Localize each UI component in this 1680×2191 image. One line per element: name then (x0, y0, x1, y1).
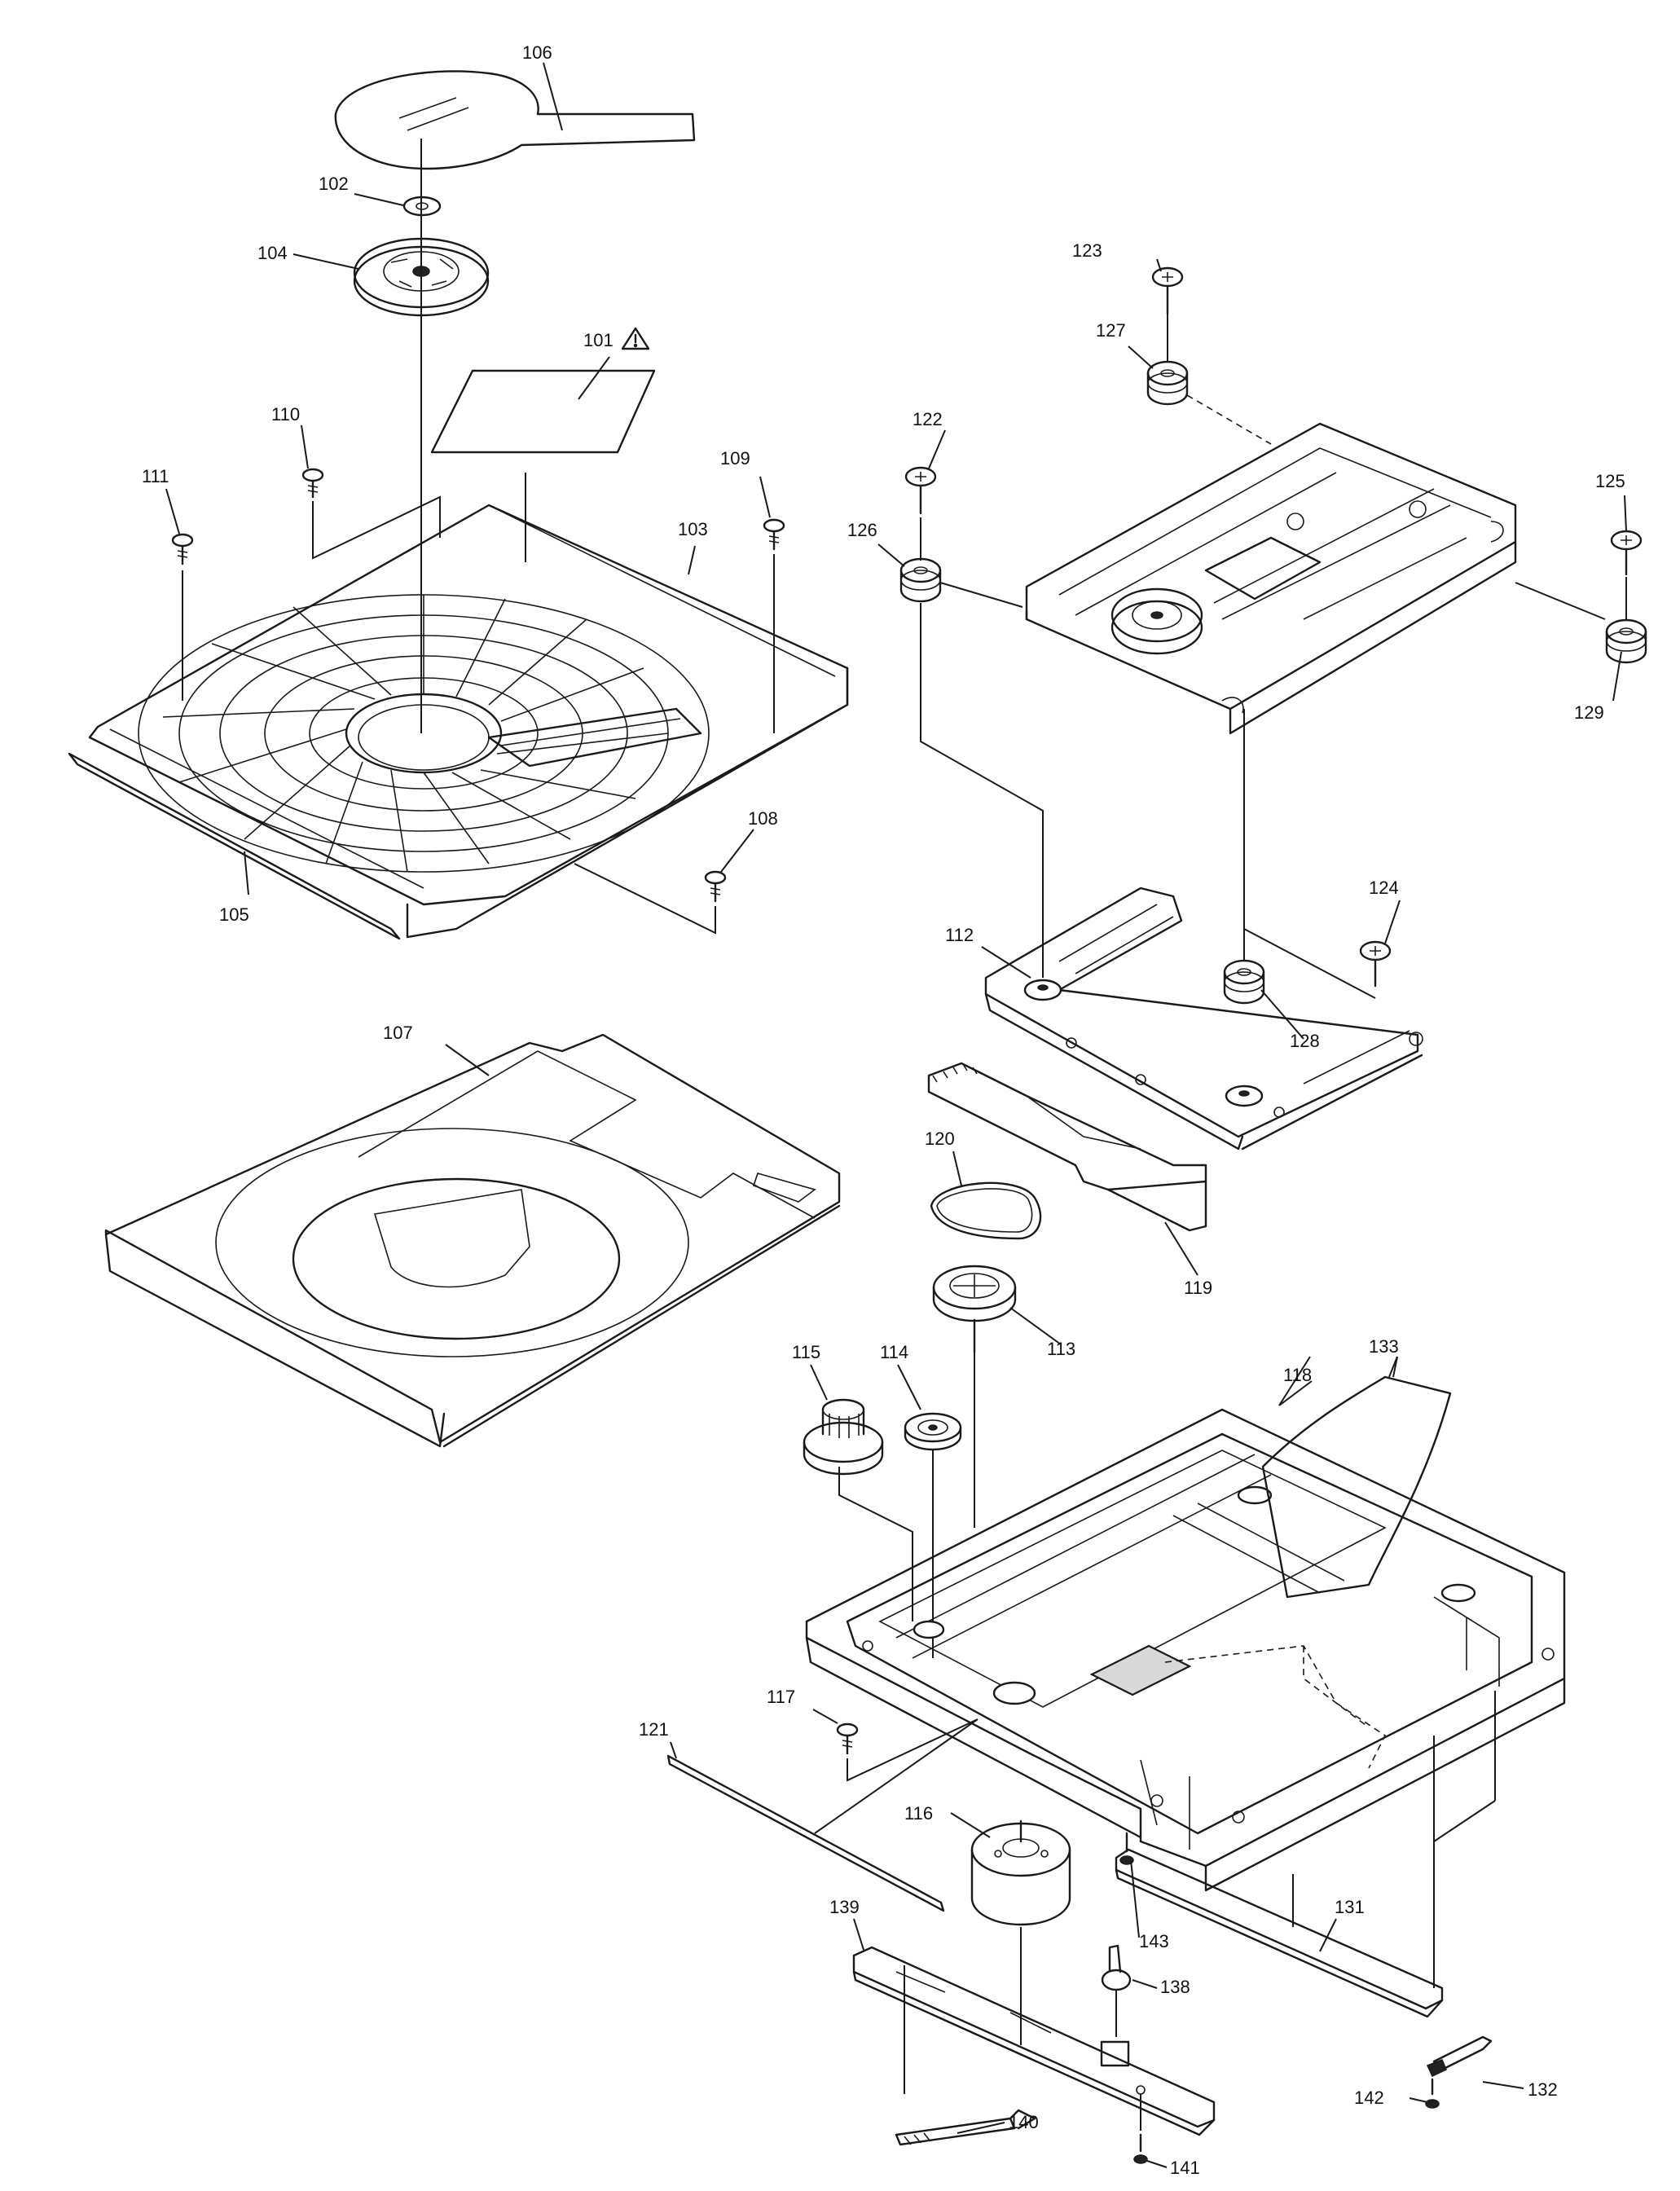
leader-108 (574, 863, 716, 935)
part-138-switch (1100, 1944, 1132, 2067)
callout-101: 101 (583, 330, 614, 350)
part-125-screw (1610, 530, 1643, 576)
callout-141: 141 (1170, 2158, 1200, 2178)
leader-129 (1515, 582, 1606, 620)
leader-127 (1186, 394, 1272, 445)
part-107-disc-tray (104, 1033, 841, 1448)
part-106-sheet (334, 70, 696, 170)
part-126-grommet (899, 557, 942, 603)
part-101-label (430, 369, 656, 454)
part-128-grommet (1223, 959, 1265, 1005)
callout-leaders (165, 62, 1627, 2168)
part-132-bracket (1426, 2035, 1493, 2078)
callout-118: 118 (1283, 1365, 1312, 1385)
part-114-gear (904, 1412, 962, 1451)
callout-105: 105 (219, 904, 249, 925)
part-110-screw (301, 468, 324, 499)
callout-139: 139 (829, 1897, 860, 1917)
part-103-tray-cover (88, 504, 849, 939)
part-traverse-mechanism (1025, 422, 1517, 735)
part-131-plate (1115, 1848, 1444, 2018)
callout-143: 143 (1139, 1931, 1169, 1951)
callout-102: 102 (319, 174, 349, 194)
part-111-screw (171, 533, 194, 565)
callout-115: 115 (792, 1342, 820, 1362)
part-105-strip (68, 752, 401, 940)
callout-121: 121 (639, 1719, 669, 1740)
callout-132: 132 (1528, 2079, 1558, 2100)
callout-116: 116 (904, 1803, 933, 1824)
callout-122: 122 (913, 409, 943, 429)
callout-112: 112 (945, 925, 974, 945)
part-122-screw (904, 466, 937, 515)
part-119-slider (927, 1062, 1207, 1232)
callout-131: 131 (1335, 1897, 1365, 1917)
leader-118 (1278, 1380, 1313, 1406)
part-108-screw (704, 870, 727, 903)
part-124-screw (1359, 940, 1392, 988)
part-143-screw (1119, 1832, 1134, 1865)
callout-120: 120 (925, 1128, 955, 1149)
leader-121-line (814, 1718, 979, 1834)
callout-133: 133 (1369, 1336, 1399, 1357)
leader-117 (847, 1718, 979, 1782)
callout-103: 103 (678, 519, 708, 539)
leader-118-side2 (1433, 1800, 1496, 1842)
callout-104: 104 (257, 243, 288, 263)
part-140-cable (895, 2109, 1036, 2146)
callout-128: 128 (1290, 1031, 1320, 1051)
callout-129: 129 (1574, 702, 1604, 723)
callout-106: 106 (522, 42, 552, 63)
callout-108: 108 (748, 808, 778, 829)
callout-labels: 106 102 104 101 110 111 109 103 105 108 … (142, 42, 1625, 2178)
part-117-screw (836, 1722, 859, 1755)
part-142-screw (1425, 2078, 1440, 2109)
callout-109: 109 (720, 448, 750, 469)
part-116-motor (970, 1819, 1071, 1926)
callout-142: 142 (1354, 2088, 1384, 2108)
part-121-strip (666, 1754, 945, 1912)
leader-110-111 (312, 495, 441, 560)
part-115-gear (803, 1398, 884, 1476)
callout-126: 126 (847, 520, 877, 540)
part-113-pulley (932, 1265, 1017, 1354)
part-109-screw (763, 518, 785, 551)
callout-127: 127 (1096, 320, 1126, 341)
callout-113: 113 (1047, 1339, 1075, 1359)
part-141-screw (1133, 2133, 1148, 2164)
part-127-grommet (1146, 360, 1189, 406)
callout-138: 138 (1160, 1977, 1190, 1997)
callout-111: 111 (142, 466, 169, 486)
callout-140: 140 (1009, 2112, 1039, 2132)
part-123-screw (1151, 266, 1184, 315)
callout-124: 124 (1369, 878, 1399, 898)
part-112-holder (984, 887, 1423, 1150)
leader-126 (939, 582, 1023, 608)
callout-107: 107 (383, 1023, 413, 1043)
callout-110: 110 (271, 404, 300, 425)
callout-117: 117 (767, 1687, 795, 1707)
part-129-grommet (1605, 618, 1647, 664)
part-120-belt (930, 1181, 1042, 1240)
callout-119: 119 (1184, 1278, 1212, 1298)
leader-115 (838, 1467, 913, 1621)
leader-124 (1243, 928, 1376, 999)
leader-126-down (920, 603, 1044, 978)
warning-triangle-icon (621, 327, 650, 350)
callout-123: 123 (1072, 240, 1102, 261)
part-118-chassis (805, 1375, 1566, 1892)
callout-114: 114 (880, 1342, 908, 1362)
part-139-board (852, 1946, 1216, 2136)
callout-125: 125 (1595, 471, 1625, 491)
